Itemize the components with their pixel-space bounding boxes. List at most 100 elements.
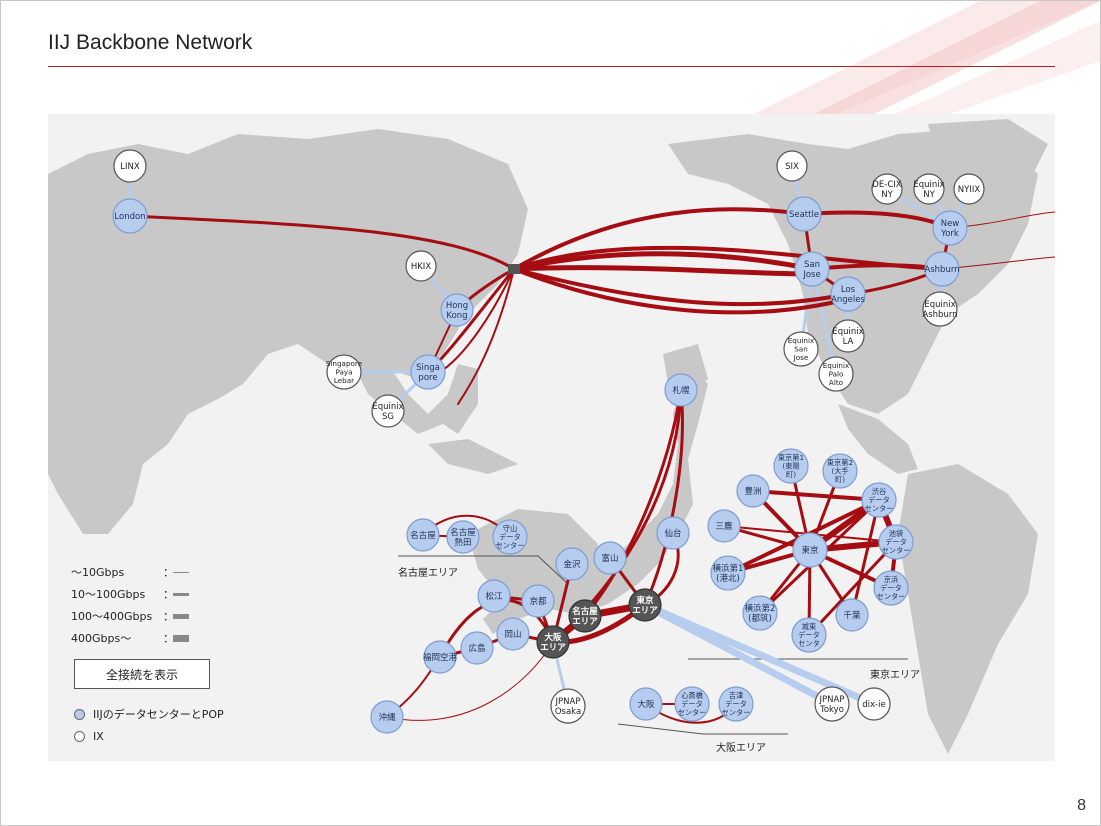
node-toyama[interactable]: 富山 — [593, 541, 627, 575]
link-hub-losangeles2 — [512, 267, 850, 315]
node-tokyo2[interactable]: 東京第2(大手町) — [822, 453, 858, 489]
node-circle — [410, 354, 446, 390]
link-sapporo-tokyo_area — [643, 388, 684, 607]
node-osaka_area[interactable]: 大阪エリア — [536, 625, 570, 659]
node-fukuoka[interactable]: 福岡空港 — [423, 640, 458, 674]
show-all-connections-button[interactable]: 全接続を表示 — [74, 659, 210, 689]
node-label: データ — [880, 584, 902, 593]
legend-bar — [173, 613, 189, 619]
node-label: エリア — [572, 617, 598, 627]
node-label: New — [941, 219, 960, 229]
node-ashburn[interactable]: Ashburn — [924, 251, 960, 287]
node-nagoya_area[interactable]: 名古屋エリア — [568, 599, 602, 633]
node-chiba[interactable]: 千葉 — [835, 598, 869, 632]
node-label: (大手 — [831, 467, 848, 476]
node-tokyo[interactable]: 東京 — [792, 532, 828, 568]
node-label: Equinix — [372, 402, 403, 412]
node-circle — [873, 570, 909, 606]
node-label: センター — [865, 504, 894, 513]
link-hub-sanjose2 — [511, 265, 815, 277]
node-tokyo1[interactable]: 東京第1(東陽町) — [773, 448, 809, 484]
node-kanazawa[interactable]: 金沢 — [555, 547, 589, 581]
node-osaka[interactable]: 大阪 — [629, 687, 663, 721]
node-label: データ — [499, 533, 521, 542]
node-label: San — [804, 260, 820, 270]
link-hub-sanjose — [511, 251, 815, 272]
node-tokyo_area[interactable]: 東京エリア — [628, 588, 662, 622]
link-hub-losangeles — [512, 267, 850, 307]
node-sendai[interactable]: 仙台 — [656, 516, 690, 550]
node-matsue[interactable]: 松江 — [477, 579, 511, 613]
node-label: Ashburn — [924, 265, 959, 275]
node-six[interactable]: SIX — [776, 150, 808, 182]
node-hiroshima[interactable]: 広島 — [460, 631, 494, 665]
node-circle — [814, 686, 850, 722]
node-hkix[interactable]: HKIX — [405, 250, 437, 282]
node-london[interactable]: London — [112, 198, 148, 234]
node-yokohama1[interactable]: 横浜第1(港北) — [710, 555, 746, 591]
node-label: 東京第1 — [778, 453, 804, 462]
legend-row-10g: ～10Gbps ： — [71, 561, 189, 583]
node-seattle[interactable]: Seattle — [786, 196, 822, 232]
node-circle — [913, 173, 945, 205]
node-sapporo[interactable]: 札幌 — [664, 373, 698, 407]
node-okayama[interactable]: 岡山 — [496, 617, 530, 651]
link-london-hub — [128, 214, 516, 271]
node-label: 名古屋 — [450, 527, 476, 538]
legend-bar — [173, 592, 189, 596]
node-nagoya[interactable]: 名古屋 — [406, 518, 440, 552]
node-label: Jose — [802, 270, 820, 280]
node-singapore[interactable]: Singapore — [410, 354, 446, 390]
node-label: Los — [841, 285, 856, 295]
node-circle — [924, 251, 960, 287]
node-toyosu[interactable]: 豊洲 — [736, 474, 770, 508]
node-circle — [791, 617, 827, 653]
node-mitaka[interactable]: 三鷹 — [707, 509, 741, 543]
node-label: 札幌 — [672, 385, 690, 396]
legend-colon: ： — [163, 610, 174, 623]
legend-label: 100～400Gbps — [71, 610, 153, 623]
node-okinawa[interactable]: 沖縄 — [370, 700, 404, 734]
node-label: センター — [678, 708, 707, 717]
node-label: 豊洲 — [744, 486, 761, 497]
area-callouts — [398, 555, 908, 735]
node-label: エリア — [540, 643, 566, 653]
node-circle — [857, 687, 891, 721]
node-label: NY — [923, 190, 935, 200]
node-yokohama2[interactable]: 横浜第2(都筑) — [742, 595, 778, 631]
node-circle — [718, 686, 754, 722]
node-nyiix[interactable]: NYIIX — [953, 173, 985, 205]
node-label: Equinix — [924, 300, 955, 310]
node-circle — [405, 250, 437, 282]
legend-bar — [173, 634, 189, 642]
node-circle — [776, 150, 808, 182]
node-kyoto[interactable]: 京都 — [521, 584, 555, 618]
node-label: Seattle — [789, 210, 819, 220]
node-label: 松江 — [485, 591, 503, 602]
node-dixie[interactable]: dix-ie — [857, 687, 891, 721]
node-circle — [742, 595, 778, 631]
node-linx[interactable]: LINX — [113, 149, 147, 183]
